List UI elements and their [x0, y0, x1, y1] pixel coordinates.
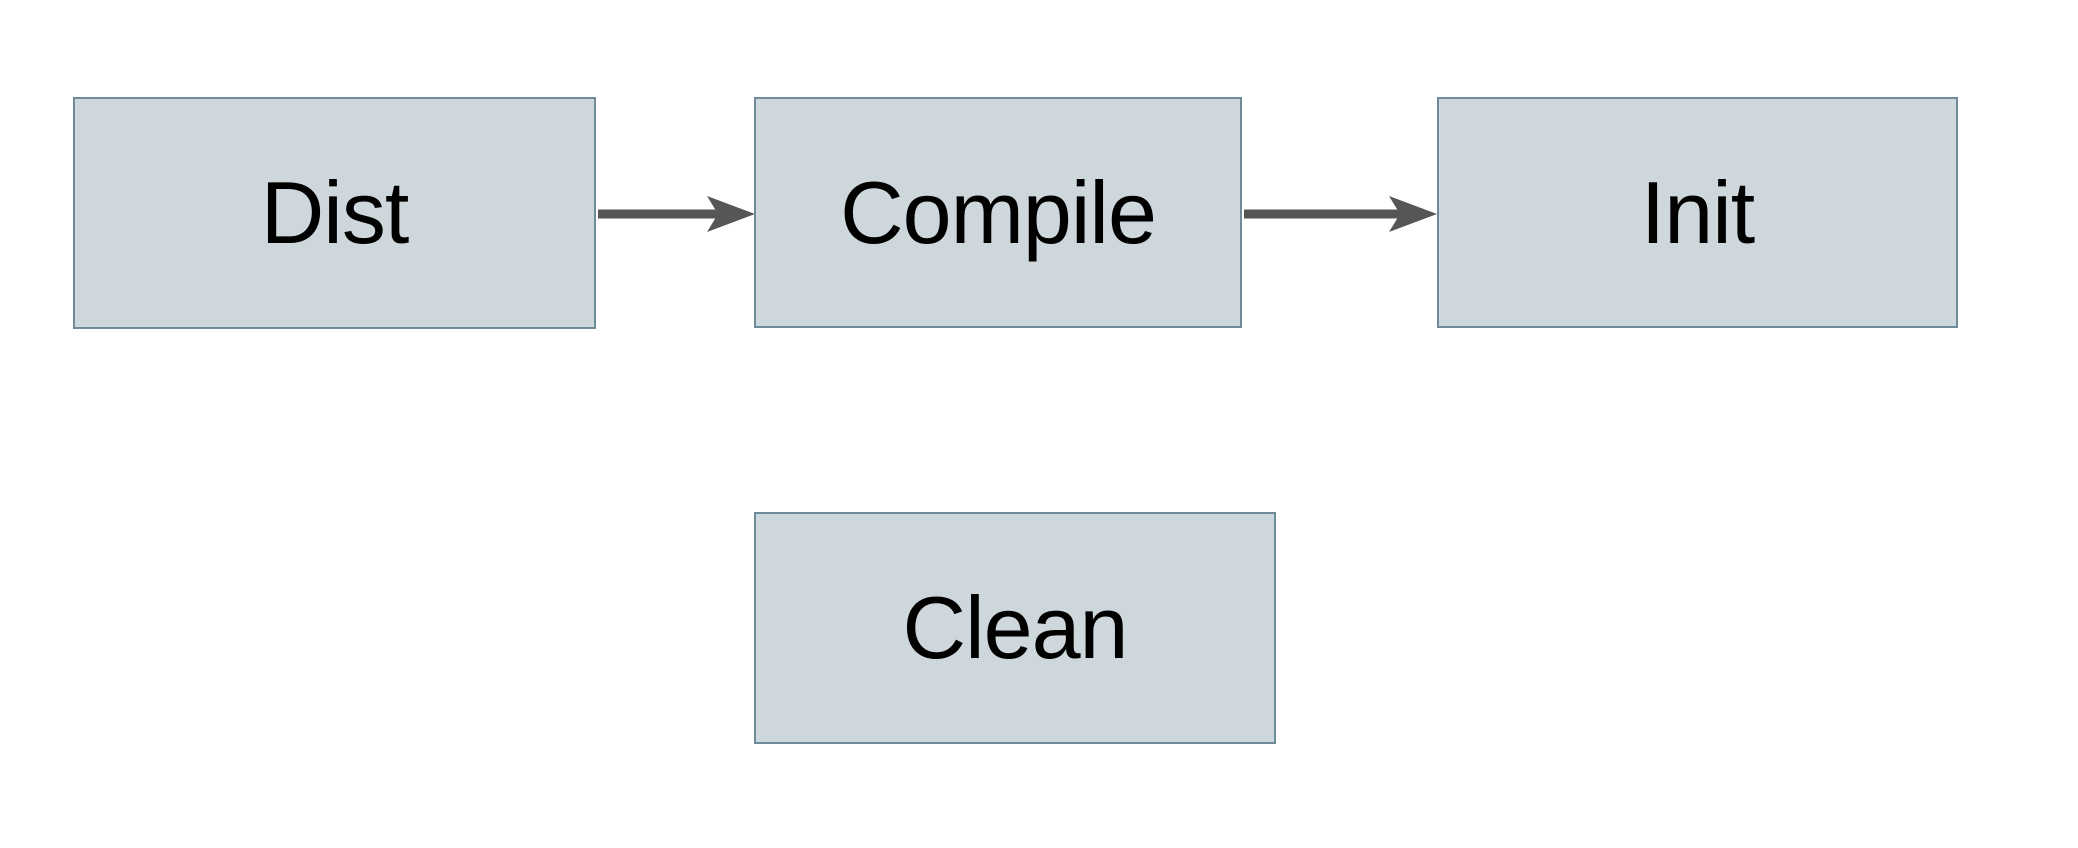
node-clean-label: Clean	[902, 578, 1129, 677]
node-clean[interactable]: Clean	[754, 512, 1276, 744]
node-init[interactable]: Init	[1437, 97, 1958, 328]
edge-compile-to-init[interactable]	[1244, 196, 1437, 232]
node-init-label: Init	[1640, 162, 1755, 262]
node-dist-label: Dist	[260, 163, 410, 262]
node-compile-label: Compile	[840, 162, 1157, 262]
node-dist[interactable]: Dist	[73, 97, 596, 329]
edge-dist-to-compile[interactable]	[598, 196, 755, 232]
node-compile[interactable]: Compile	[754, 97, 1242, 328]
